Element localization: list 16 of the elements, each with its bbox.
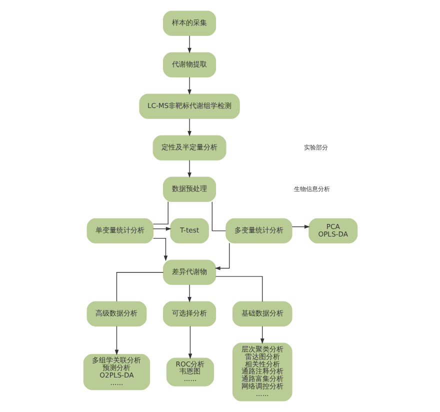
arrow — [291, 224, 310, 229]
arrow — [214, 242, 230, 270]
arrow — [187, 35, 191, 54]
arrow — [152, 226, 171, 231]
connector — [116, 272, 164, 302]
connector — [211, 201, 226, 232]
arrow — [152, 238, 168, 262]
arrow — [260, 326, 264, 344]
arrow — [187, 76, 191, 95]
arrow — [114, 326, 118, 356]
arrow — [187, 284, 191, 302]
arrow — [187, 160, 191, 178]
arrow — [188, 326, 192, 360]
connector — [214, 276, 262, 302]
connector — [152, 201, 168, 224]
arrow — [187, 118, 191, 136]
